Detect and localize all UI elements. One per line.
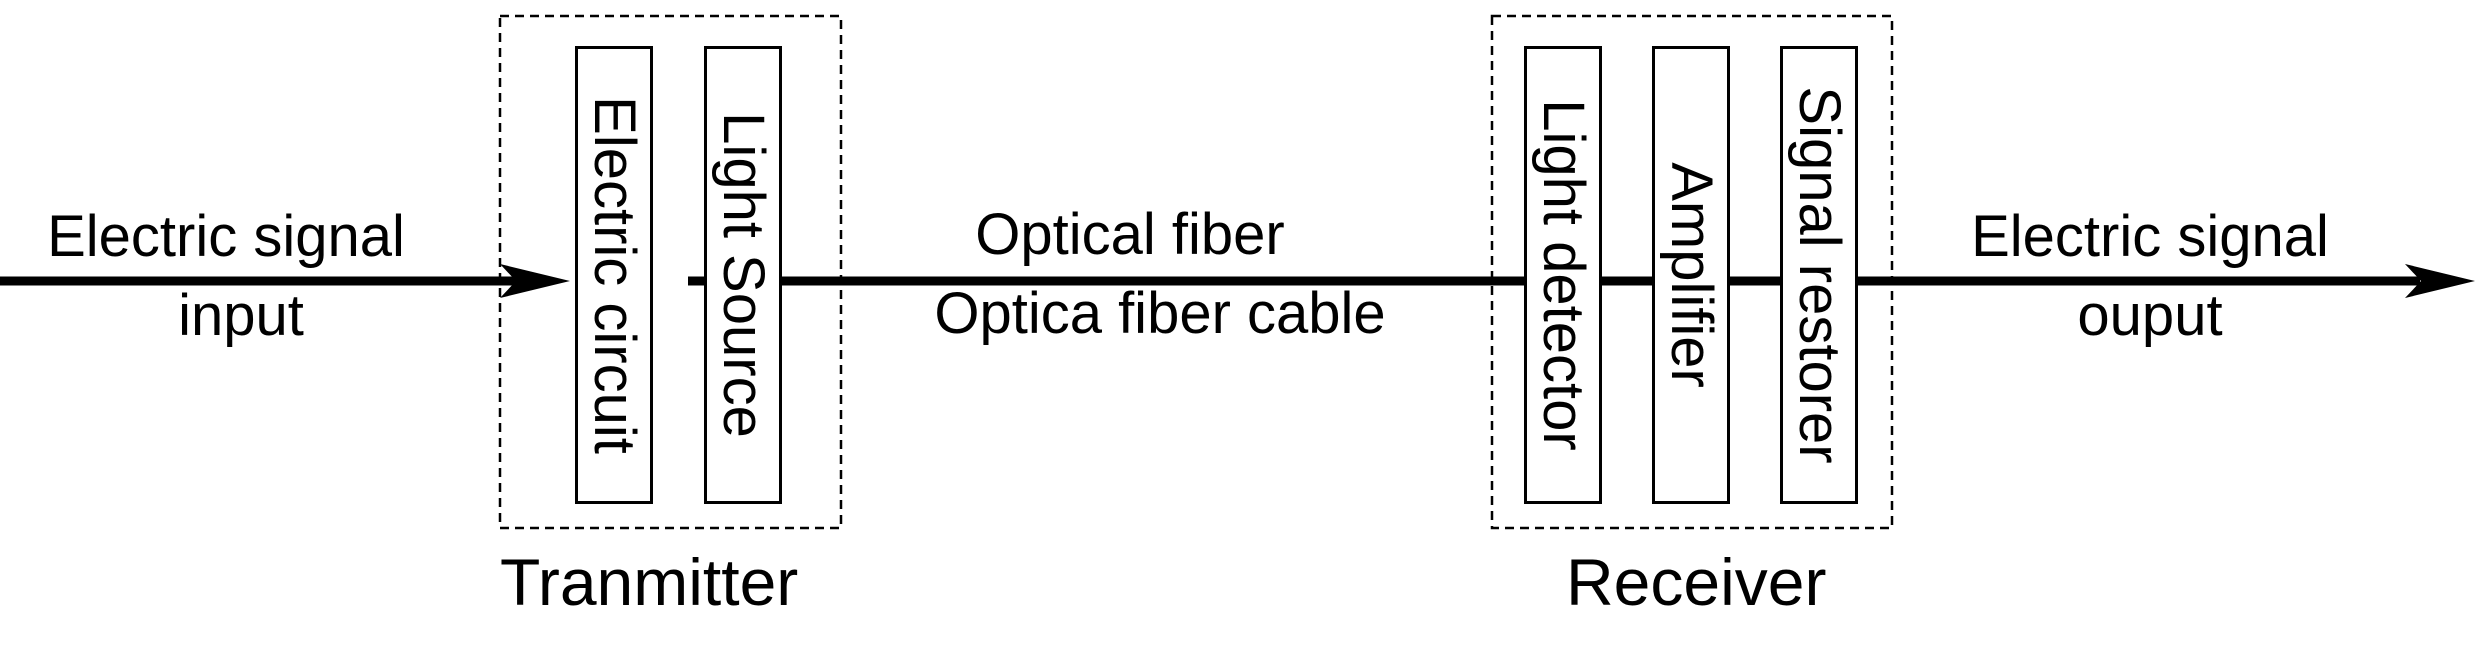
output-label-line2: ouput [2077,283,2223,348]
electric-circuit-label: Electric circuit [582,96,647,454]
signal-restorer-block: Signal restorer [1780,46,1858,504]
input-label-line2: input [178,283,304,348]
transmitter-title: Tranmitter [500,545,799,619]
light-source-label: Light Source [711,112,776,438]
signal-restorer-label: Signal restorer [1787,86,1852,464]
receiver-boundary [1490,14,1894,530]
light-detector-label: Light detector [1531,99,1596,451]
output-arrowhead [2405,264,2475,298]
input-label-line1: Electric signal [47,204,405,269]
light-detector-block: Light detector [1524,46,1602,504]
light-source-block: Light Source [704,46,782,504]
amplifier-label: Amplifier [1659,162,1724,388]
amplifier-block: Amplifier [1652,46,1730,504]
output-label-line1: Electric signal [1971,204,2329,269]
electric-circuit-block: Electric circuit [575,46,653,504]
fiber-label-line1: Optical fiber [975,202,1285,267]
receiver-title: Receiver [1566,545,1827,619]
input-arrowhead [500,264,570,298]
fiber-label-line2: Optica fiber cable [934,281,1386,346]
transmitter-boundary [498,14,843,530]
